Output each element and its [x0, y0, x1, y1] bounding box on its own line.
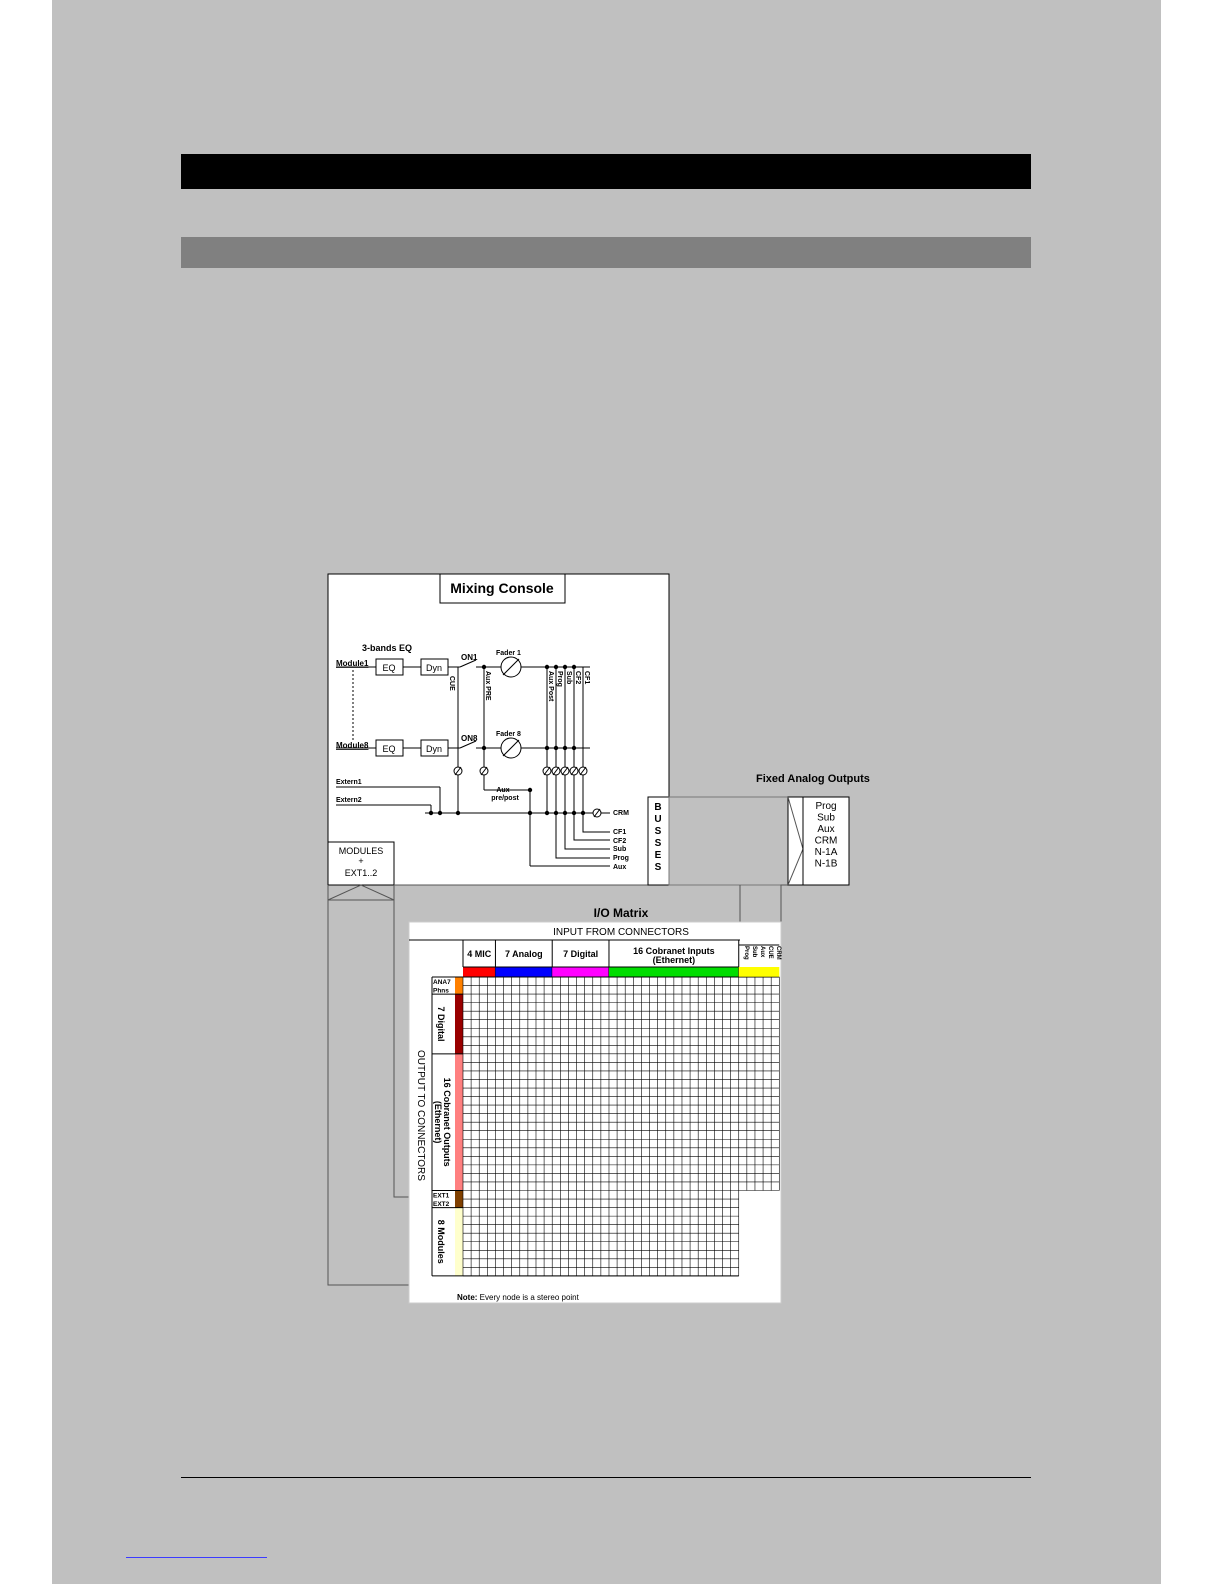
footer-rule — [181, 1477, 1031, 1478]
eq-box-1-label: EQ — [382, 663, 395, 673]
bus-label-sub: Sub — [565, 671, 572, 684]
output-row-label: EXT1 — [433, 1193, 450, 1200]
output-group-color-bar — [455, 994, 463, 1054]
output-group-label: 7 Digital — [436, 1006, 446, 1041]
fixed-output-item: Aux — [817, 824, 834, 835]
output-to-connectors: OUTPUT TO CONNECTORS — [415, 1050, 426, 1181]
fixed-output-item: Prog — [815, 801, 836, 812]
bus-column-label: CRM — [775, 946, 781, 960]
eq-box-8-label: EQ — [382, 744, 395, 754]
input-group-color-bar — [495, 967, 553, 977]
busses-letter: U — [654, 814, 661, 825]
busses-letter: S — [655, 862, 662, 873]
dyn-box-1-label: Dyn — [426, 663, 442, 673]
input-group-label-2: (Ethernet) — [653, 955, 696, 965]
subsection-title-bar — [181, 237, 1031, 268]
module8-label: Module8 — [336, 741, 369, 750]
bus-column-label: Prog — [743, 946, 749, 960]
input-from-connectors: INPUT FROM CONNECTORS — [553, 927, 689, 938]
bus-color-bar — [738, 967, 780, 977]
fixed-outputs-title: Fixed Analog Outputs — [756, 773, 870, 785]
output-group-color-bar — [455, 977, 463, 995]
fixed-outputs-box — [802, 796, 850, 886]
busses-letter: S — [655, 838, 662, 849]
matrix-note: Note: Every node is a stereo point — [457, 1293, 580, 1302]
mixing-console-title-box — [439, 573, 566, 604]
aux-prepost-1: Aux — [496, 787, 509, 794]
mixing-console-title: Mixing Console — [450, 580, 554, 596]
aux-output-label: Aux — [613, 864, 626, 871]
aux-pre-label: Aux PRE — [484, 671, 491, 701]
modules-box-line3: EXT1..2 — [345, 868, 378, 878]
bus-label-cf1: CF1 — [583, 671, 590, 684]
extern1-label: Extern1 — [336, 779, 362, 786]
busses-letter: S — [655, 826, 662, 837]
prog-output-label: Prog — [613, 855, 629, 862]
eq-caption: 3-bands EQ — [362, 643, 412, 653]
output-group-color-bar — [455, 1053, 463, 1191]
aux-prepost-2: pre/post — [491, 795, 519, 802]
fixed-output-item: Sub — [817, 813, 835, 824]
modules-ext-box — [327, 841, 395, 886]
input-group-label: 7 Digital — [563, 949, 598, 959]
input-group-label: 16 Cobranet Inputs — [633, 946, 715, 956]
input-group-color-bar — [552, 967, 609, 977]
bus-column-label: Aux — [759, 946, 765, 958]
busses-letter: B — [654, 802, 661, 813]
cue-label: CUE — [448, 676, 455, 691]
crm-output-label: CRM — [613, 810, 629, 817]
extern2-label: Extern2 — [336, 797, 362, 804]
input-group-color-bar — [608, 967, 739, 977]
fixed-outputs-link — [668, 796, 789, 886]
output-row-label: ANA7 — [433, 979, 451, 986]
io-matrix-panel — [408, 921, 782, 1304]
aux-post-label: Aux Post — [547, 671, 554, 702]
output-group-label-2: (Ethernet) — [433, 1101, 443, 1144]
output-group-label: 8 Modules — [436, 1220, 446, 1264]
input-group-label: 4 MIC — [467, 949, 492, 959]
output-group-label: 16 Cobranet Outputs — [442, 1078, 452, 1167]
cf2-output-label: CF2 — [613, 838, 626, 845]
sub-output-label: Sub — [613, 846, 626, 853]
fixed-output-item: N-1A — [815, 847, 838, 858]
junction-dots — [428, 664, 586, 816]
on8-label: ON8 — [461, 734, 478, 743]
modules-box-line1: MODULES — [339, 846, 384, 856]
output-group-color-bar — [455, 1207, 463, 1276]
fader1-label: Fader 1 — [496, 650, 521, 657]
fader8-label: Fader 8 — [496, 731, 521, 738]
output-row-label: Phns — [433, 988, 449, 995]
output-row-label: EXT2 — [433, 1201, 450, 1208]
dyn-box-8-label: Dyn — [426, 744, 442, 754]
bus-column-label: CUE — [767, 946, 773, 959]
bus-label-cf2: CF2 — [574, 671, 581, 684]
on1-label: ON1 — [461, 653, 478, 662]
footer-link[interactable] — [126, 1557, 267, 1558]
bus-label-prog: Prog — [556, 671, 563, 687]
input-group-color-bar — [463, 967, 496, 977]
fixed-output-item: CRM — [815, 836, 838, 847]
bus-column-label: Sub — [751, 946, 757, 958]
cf1-output-label: CF1 — [613, 829, 626, 836]
busses-letter: E — [655, 850, 662, 861]
fixed-output-item: N-1B — [815, 859, 838, 870]
input-group-label: 7 Analog — [505, 949, 543, 959]
section-title-bar — [181, 154, 1031, 189]
modules-box-line2: + — [358, 856, 363, 866]
module1-label: Module1 — [336, 659, 369, 668]
mixing-console-panel — [327, 573, 670, 886]
output-group-color-bar — [455, 1190, 463, 1208]
io-matrix-title: I/O Matrix — [594, 906, 649, 920]
